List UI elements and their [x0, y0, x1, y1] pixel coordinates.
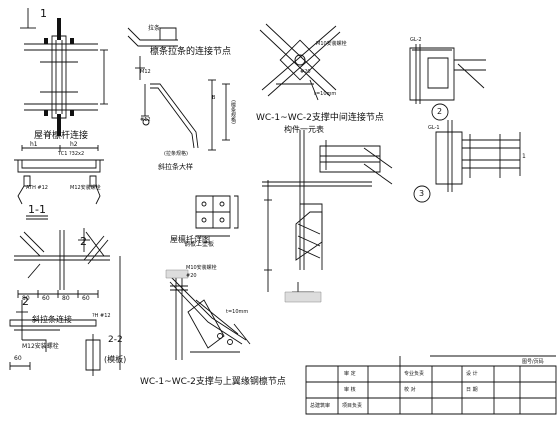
middle-column-node: [262, 130, 392, 300]
hanger-label-bolt: M12安装螺栓: [22, 343, 59, 350]
brace-end-thk: t=10mm: [226, 309, 249, 315]
section-1-1: [14, 160, 104, 219]
bend-diameter: #12: [140, 117, 151, 123]
tb-r1-c4: 日 期: [466, 387, 478, 393]
hanger-dim-1: 80: [22, 295, 30, 302]
brace-mid-detail: [260, 24, 340, 100]
section22-label: 60: [14, 355, 22, 362]
section-marker-1: 1: [40, 7, 47, 20]
brace-mid-dia: #20: [300, 69, 311, 75]
node-marker-2: 2: [437, 107, 443, 116]
brace-mid-thk: t=10mm: [314, 91, 337, 97]
hanger-section-a: 2: [80, 235, 87, 248]
tb-r2-c0: 项目负责: [342, 403, 363, 409]
bend-label-m12: M12: [140, 69, 151, 75]
right-column-node-3: [414, 120, 520, 202]
bend-label-purlin-spec: (檩条规格): [230, 100, 236, 124]
node-gl1: GL-1: [428, 125, 440, 131]
section11-label-bolt: M12安装螺栓: [70, 185, 101, 191]
title-block-frame: [306, 356, 556, 414]
right-column-node-2: [410, 44, 486, 120]
node-gl2: GL-2: [410, 37, 422, 43]
brace-mid-subtitle: 构件一元表: [284, 125, 324, 134]
bend-label-tie-spec: (拉条规格): [164, 151, 188, 157]
node-label-1: 1: [522, 153, 526, 160]
purlin-connection-detail: [20, 8, 108, 151]
brace-mid-title: WC-1~WC-2支撑中间连接节点: [256, 113, 384, 123]
brace-end-dia: #20: [186, 273, 197, 279]
hanger-dim-2: 60: [42, 295, 50, 302]
hanger-dim-3: 80: [62, 295, 70, 302]
purlin-dim-h2: h2: [70, 141, 78, 148]
tie-node-title: 檩条拉条的连接节点: [150, 47, 232, 57]
section11-title: 1-1: [28, 203, 46, 216]
tb-r1-c0: 审 核: [344, 387, 356, 393]
tb-bottom-left: 总建筑审: [310, 403, 331, 409]
hanger-detail: [10, 228, 110, 352]
hanger-label-rod: ?H #12: [92, 313, 111, 319]
bend-bar-detail: [141, 80, 230, 150]
pad-label: 钢板上塗板: [184, 241, 215, 248]
hanger-dim-4: 60: [82, 295, 90, 302]
section22-subtitle: (模板): [104, 355, 127, 364]
title-block-tag: 图号/页码: [522, 359, 544, 365]
tie-top-label: 拉条: [148, 25, 161, 32]
tb-r1-c2: 校 对: [404, 387, 416, 393]
pad-title: 屋檩托详图: [170, 235, 210, 244]
purlin-callout: TC1 ?32x2: [58, 151, 85, 157]
hanger-section-b: 2: [22, 295, 29, 308]
tb-r0-c0: 审 定: [344, 371, 356, 377]
tb-r0-c2: 专业负责: [404, 371, 425, 377]
bend-bar-title: 斜拉条大样: [158, 163, 193, 171]
hanger-title: 斜拉条连接: [32, 315, 72, 324]
node-marker-3: 3: [419, 189, 425, 198]
brace-mid-bolt: M10安装螺栓: [316, 41, 347, 47]
section22-title: 2-2: [108, 335, 123, 345]
section11-label-ath: ATH #12: [26, 185, 48, 191]
brace-end-title: WC-1~WC-2支撑与上翼缘钢檩节点: [140, 377, 286, 387]
pad-detail: [196, 196, 238, 236]
brace-end-detail: [170, 276, 250, 360]
brace-end-bolt: M10安装螺栓: [186, 265, 217, 271]
tie-node-detail: [128, 28, 178, 80]
section-2-2: [10, 256, 120, 376]
purlin-connection-title: 屋脊檩杆连接: [34, 131, 89, 141]
purlin-dim-h1: h1: [30, 141, 38, 148]
tb-r0-c4: 设 计: [466, 371, 478, 377]
bend-label-b: B: [212, 95, 216, 101]
